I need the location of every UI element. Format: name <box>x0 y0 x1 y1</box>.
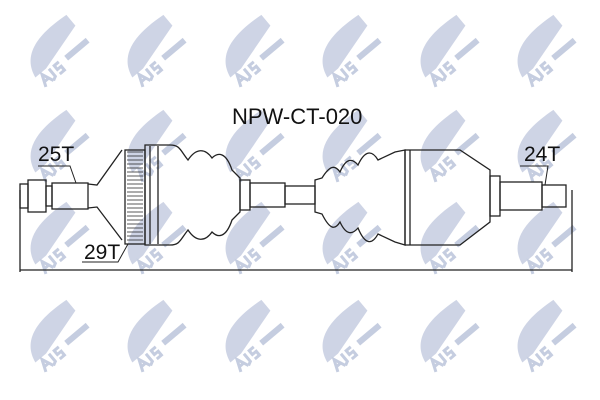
ajs-parts-watermark-logo <box>517 299 577 373</box>
left-outer-stub <box>19 149 123 241</box>
ajs-parts-watermark-logo <box>517 14 577 88</box>
label-25t: 25T <box>38 143 75 166</box>
leader-line-29t <box>82 243 129 263</box>
ajs-parts-watermark-logo <box>322 299 382 373</box>
ajs-parts-watermark-logo <box>127 299 187 373</box>
ajs-parts-watermark-logo <box>420 201 480 275</box>
ajs-parts-watermark-logo <box>30 109 90 183</box>
ajs-parts-watermark-logo <box>517 109 577 183</box>
ajs-parts-watermark-logo <box>420 299 480 373</box>
outer-cv-boot <box>144 144 241 246</box>
ajs-parts-watermark-logo <box>322 14 382 88</box>
inner-joint-housing <box>404 149 491 246</box>
ajs-parts-watermark-logo <box>30 14 90 88</box>
ajs-parts-watermark-logo <box>225 201 285 275</box>
ajs-parts-watermark-logo <box>225 299 285 373</box>
ajs-parts-watermark-logo <box>322 109 382 183</box>
part-number-title: NPW-CT-020 <box>232 104 363 129</box>
ajs-parts-watermark-logo <box>127 109 187 183</box>
ajs-parts-watermark-logo <box>127 14 187 88</box>
label-29t: 29T <box>84 241 121 264</box>
label-24t: 24T <box>524 143 561 166</box>
ajs-parts-watermark-logo <box>322 201 382 275</box>
ajs-parts-watermark-logo <box>420 14 480 88</box>
leader-line-25t <box>38 165 77 184</box>
ajs-parts-watermark-logo <box>30 299 90 373</box>
abs-ring <box>124 149 146 245</box>
ajs-parts-watermark-logo <box>30 201 90 275</box>
intermediate-shaft <box>239 179 316 211</box>
right-stub <box>489 175 567 217</box>
ajs-parts-watermark-logo <box>517 201 577 275</box>
inner-cv-boot <box>314 149 406 246</box>
leader-line-24t <box>520 165 549 186</box>
ajs-parts-watermark-logo <box>225 14 285 88</box>
ajs-parts-watermark-logo <box>225 109 285 183</box>
